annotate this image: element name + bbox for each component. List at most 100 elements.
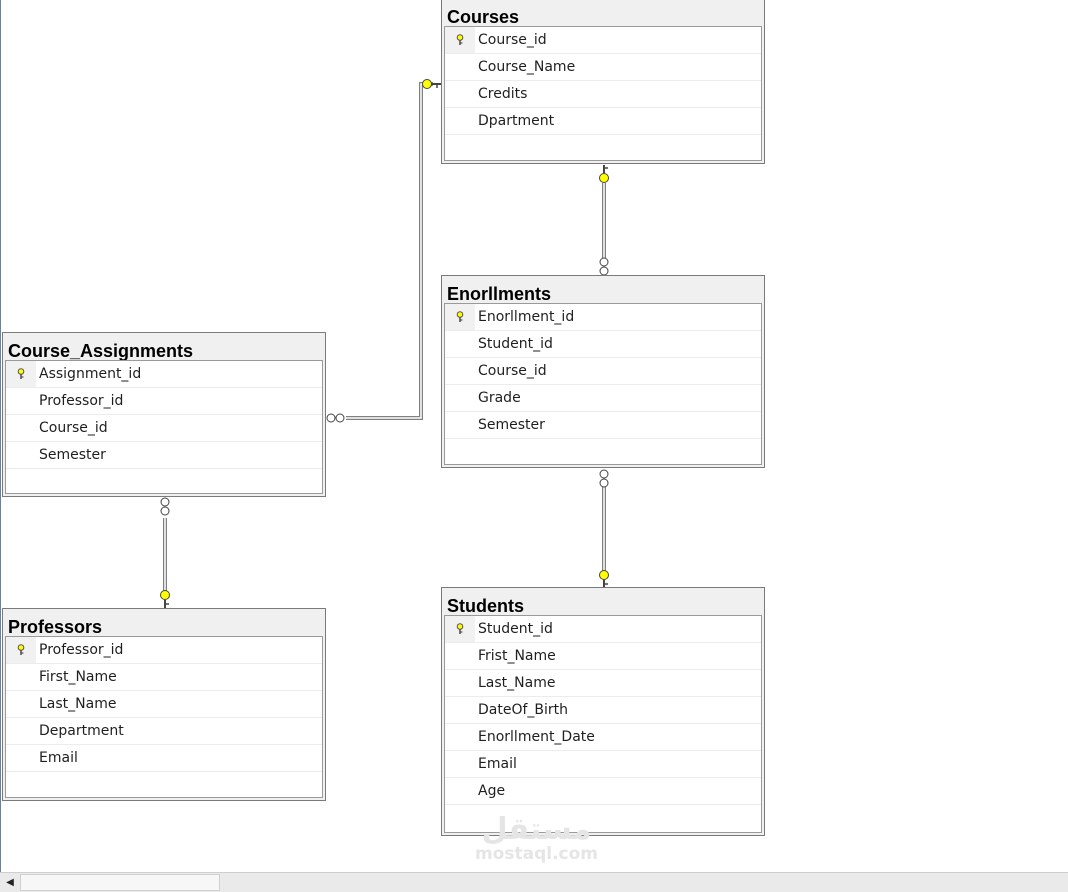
field-row[interactable]: Last_Name [445,670,761,697]
key-column-cell [445,385,475,411]
field-row[interactable]: Department [6,718,322,745]
field-name: Student_id [478,621,553,637]
key-column-cell [445,670,475,696]
field-name: Course_id [478,32,547,48]
field-name: Semester [39,447,106,463]
field-row[interactable]: Student_id [445,616,761,643]
field-row[interactable]: Grade [445,385,761,412]
field-row[interactable]: Course_Name [445,54,761,81]
key-icon [160,590,170,608]
key-column-cell [445,412,475,438]
field-row[interactable]: Frist_Name [445,643,761,670]
key-icon [599,165,609,183]
primary-key-icon [445,616,475,642]
field-row[interactable]: Semester [445,412,761,439]
primary-key-icon [6,637,36,663]
field-row[interactable]: Course_id [6,415,322,442]
key-column-cell [6,664,36,690]
field-row[interactable]: Professor_id [6,388,322,415]
key-column-cell [445,54,475,80]
field-name: Course_id [39,420,108,436]
field-row[interactable]: Enorllment_id [445,304,761,331]
primary-key-icon [6,361,36,387]
primary-key-icon [445,304,475,330]
key-icon [599,570,609,588]
link-courses-course-assignments[interactable] [326,79,441,423]
field-row[interactable]: Course_id [445,358,761,385]
key-icon [422,79,441,89]
key-column-cell [6,718,36,744]
table-title: Students [447,596,525,616]
field-name: Email [39,750,78,766]
key-column-cell [6,442,36,468]
field-name: First_Name [39,669,117,685]
field-row[interactable]: Email [6,745,322,772]
infinity-icon [326,413,345,423]
field-name: DateOf_Birth [478,702,569,718]
key-column-cell [445,331,475,357]
link-enrollments-students[interactable] [599,469,609,588]
key-column-cell [6,415,36,441]
field-row[interactable]: Enorllment_Date [445,724,761,751]
key-column-cell [445,358,475,384]
watermark-latin: mostaql.com [474,844,599,864]
infinity-icon [599,257,609,276]
infinity-icon [160,497,170,516]
key-column-cell [445,778,475,804]
field-name: Professor_id [39,642,124,658]
field-name: Last_Name [39,696,117,712]
field-row[interactable]: Student_id [445,331,761,358]
scroll-thumb[interactable] [20,874,220,891]
table-title: Enorllments [447,284,552,304]
field-name: Course_id [478,363,547,379]
scroll-left-arrow-icon[interactable]: ◀ [6,877,14,888]
field-row[interactable]: First_Name [6,664,322,691]
field-name: Frist_Name [478,648,556,664]
infinity-icon [599,469,609,488]
field-row[interactable]: Dpartment [445,108,761,135]
field-row[interactable]: DateOf_Birth [445,697,761,724]
field-row[interactable]: Professor_id [6,637,322,664]
primary-key-icon [445,27,475,53]
table-title: Course_Assignments [8,341,194,361]
field-row[interactable]: Course_id [445,27,761,54]
field-name: Department [39,723,124,739]
field-row[interactable]: Credits [445,81,761,108]
field-row[interactable]: Last_Name [6,691,322,718]
field-row[interactable]: Semester [6,442,322,469]
field-name: Credits [478,86,528,102]
watermark-arabic: مستقل [481,812,592,847]
key-column-cell [445,108,475,134]
field-row[interactable]: Assignment_id [6,361,322,388]
field-row[interactable]: Email [445,751,761,778]
field-name: Enorllment_Date [478,729,595,745]
field-name: Student_id [478,336,553,352]
key-column-cell [6,745,36,771]
table-title: Courses [447,7,520,27]
field-row[interactable]: Age [445,778,761,805]
key-column-cell [445,81,475,107]
link-courses-enrollments[interactable] [599,165,609,276]
link-course-assignments-professors[interactable] [160,497,170,608]
key-column-cell [6,691,36,717]
field-name: Course_Name [478,59,576,75]
table-title: Professors [8,617,103,637]
field-name: Assignment_id [39,366,142,382]
watermark: مستقل mostaql.com [469,812,604,864]
key-column-cell [445,751,475,777]
field-name: Enorllment_id [478,309,575,325]
horizontal-scrollbar[interactable]: ◀ [0,872,1068,892]
field-name: Dpartment [478,113,555,129]
field-name: Grade [478,390,521,406]
